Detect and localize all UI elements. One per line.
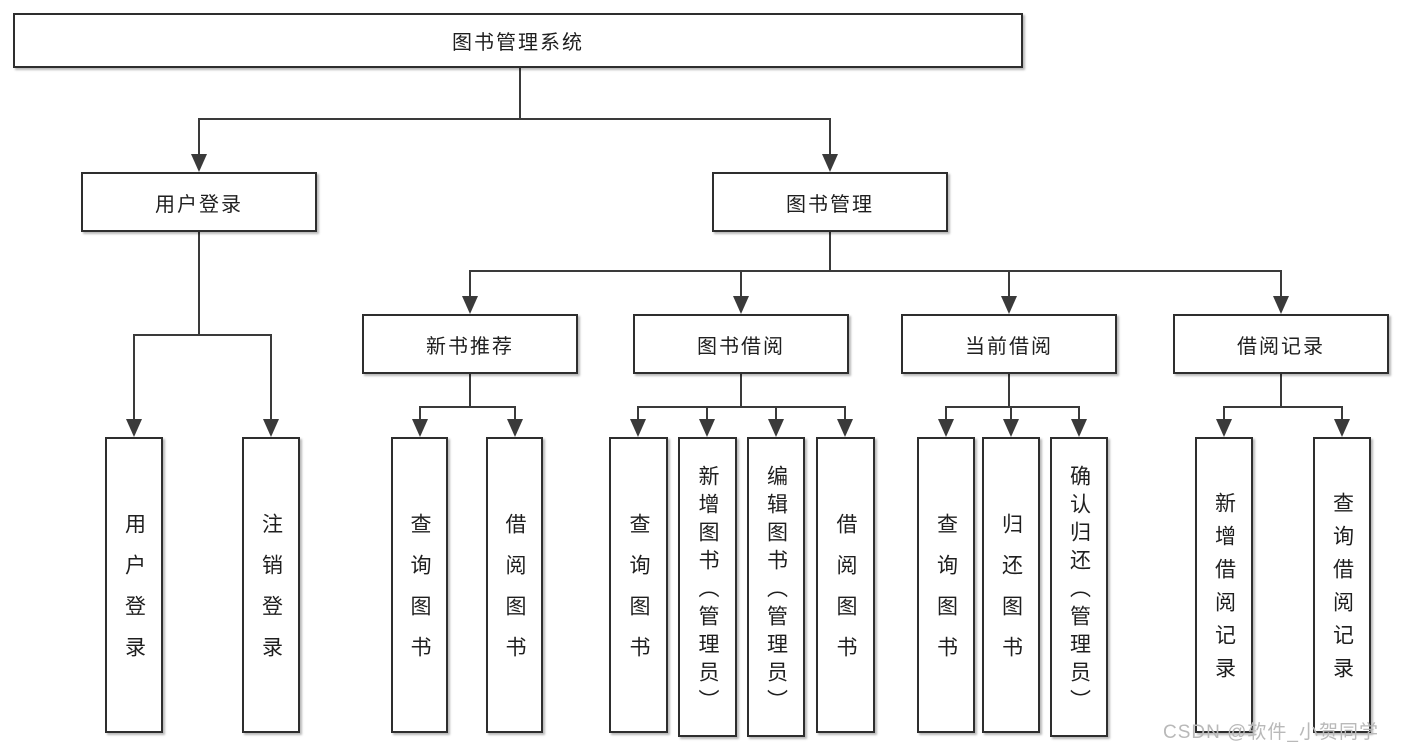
connector-line [1280,374,1282,408]
arrow-down-icon [1003,419,1019,437]
arrow-down-icon [1273,296,1289,314]
arrow-down-icon [191,154,207,172]
leaf-logout-login-label: 注销登录 [259,513,283,677]
arrow-down-icon [1071,419,1087,437]
leaf-edit-books-admin-label: 编辑图书（管理员） [764,464,788,717]
leaf-borrow-books-borrowing-label: 借阅图书 [834,513,857,677]
arrow-down-icon [263,419,279,437]
leaf-logout-login: 注销登录 [242,437,300,733]
leaf-edit-books-admin: 编辑图书（管理员） [747,437,805,737]
node-current-borrowing: 当前借阅 [901,314,1117,374]
leaf-query-books-current-label: 查询图书 [934,513,958,677]
node-borrowing-records: 借阅记录 [1173,314,1389,374]
connector-line [775,408,777,421]
connector-line [945,408,947,421]
leaf-add-borrowing-record-label: 新增借阅记录 [1212,492,1236,690]
connector-line [1280,272,1282,298]
leaf-query-borrowing-record-label: 查询借阅记录 [1330,492,1354,690]
node-library-management-system: 图书管理系统 [13,13,1023,68]
node-book-management: 图书管理 [712,172,948,232]
connector-line [740,272,742,298]
arrow-down-icon [630,419,646,437]
leaf-query-books-borrowing: 查询图书 [609,437,668,733]
node-book-borrowing: 图书借阅 [633,314,849,374]
connector-line [1223,408,1225,421]
connector-line [1078,408,1080,421]
arrow-down-icon [1001,296,1017,314]
connector-line [198,120,200,156]
leaf-user-login: 用户登录 [105,437,163,733]
connector-line [1008,272,1010,298]
connector-line [844,408,846,421]
connector-line [829,120,831,156]
connector-line [133,334,272,336]
connector-line [469,374,471,408]
connector-line [133,336,135,421]
arrow-down-icon [822,154,838,172]
connector-line [514,408,516,421]
leaf-add-books-admin: 新增图书（管理员） [678,437,737,737]
connector-line [945,406,1080,408]
arrow-down-icon [768,419,784,437]
node-user-login: 用户登录 [81,172,317,232]
leaf-add-books-admin-label: 新增图书（管理员） [696,464,719,717]
connector-line [198,232,200,336]
leaf-return-books-label: 归还图书 [999,513,1023,677]
node-new-book-recommendation: 新书推荐 [362,314,578,374]
leaf-query-borrowing-record: 查询借阅记录 [1313,437,1371,733]
connector-line [1223,406,1343,408]
leaf-user-login-label: 用户登录 [122,513,146,677]
connector-line [419,406,516,408]
arrow-down-icon [126,419,142,437]
connector-line [419,408,421,421]
connector-line [706,408,708,421]
arrow-down-icon [1334,419,1350,437]
arrow-down-icon [837,419,853,437]
connector-line [270,336,272,421]
leaf-query-books-current: 查询图书 [917,437,975,733]
arrow-down-icon [412,419,428,437]
connector-line [1010,408,1012,421]
leaf-query-books-recommend-label: 查询图书 [408,513,431,677]
connector-line [1341,408,1343,421]
connector-line [829,232,831,272]
connector-line [740,374,742,408]
arrow-down-icon [507,419,523,437]
leaf-return-books: 归还图书 [982,437,1040,733]
leaf-query-books-borrowing-label: 查询图书 [627,513,650,677]
leaf-query-books-recommend: 查询图书 [391,437,448,733]
leaf-borrow-books-recommend-label: 借阅图书 [503,513,526,677]
connector-line [469,270,1282,272]
arrow-down-icon [462,296,478,314]
connector-line [469,272,471,298]
arrow-down-icon [699,419,715,437]
watermark: CSDN @软件_小贺同学 [1163,722,1379,743]
connector-line [1008,374,1010,408]
arrow-down-icon [733,296,749,314]
leaf-borrow-books-borrowing: 借阅图书 [816,437,875,733]
leaf-confirm-return-admin-label: 确认归还（管理员） [1067,464,1091,717]
leaf-confirm-return-admin: 确认归还（管理员） [1050,437,1108,737]
arrow-down-icon [938,419,954,437]
connector-line [519,68,521,120]
arrow-down-icon [1216,419,1232,437]
connector-line [637,406,846,408]
leaf-borrow-books-recommend: 借阅图书 [486,437,543,733]
leaf-add-borrowing-record: 新增借阅记录 [1195,437,1253,733]
connector-line [637,408,639,421]
connector-line [198,118,831,120]
